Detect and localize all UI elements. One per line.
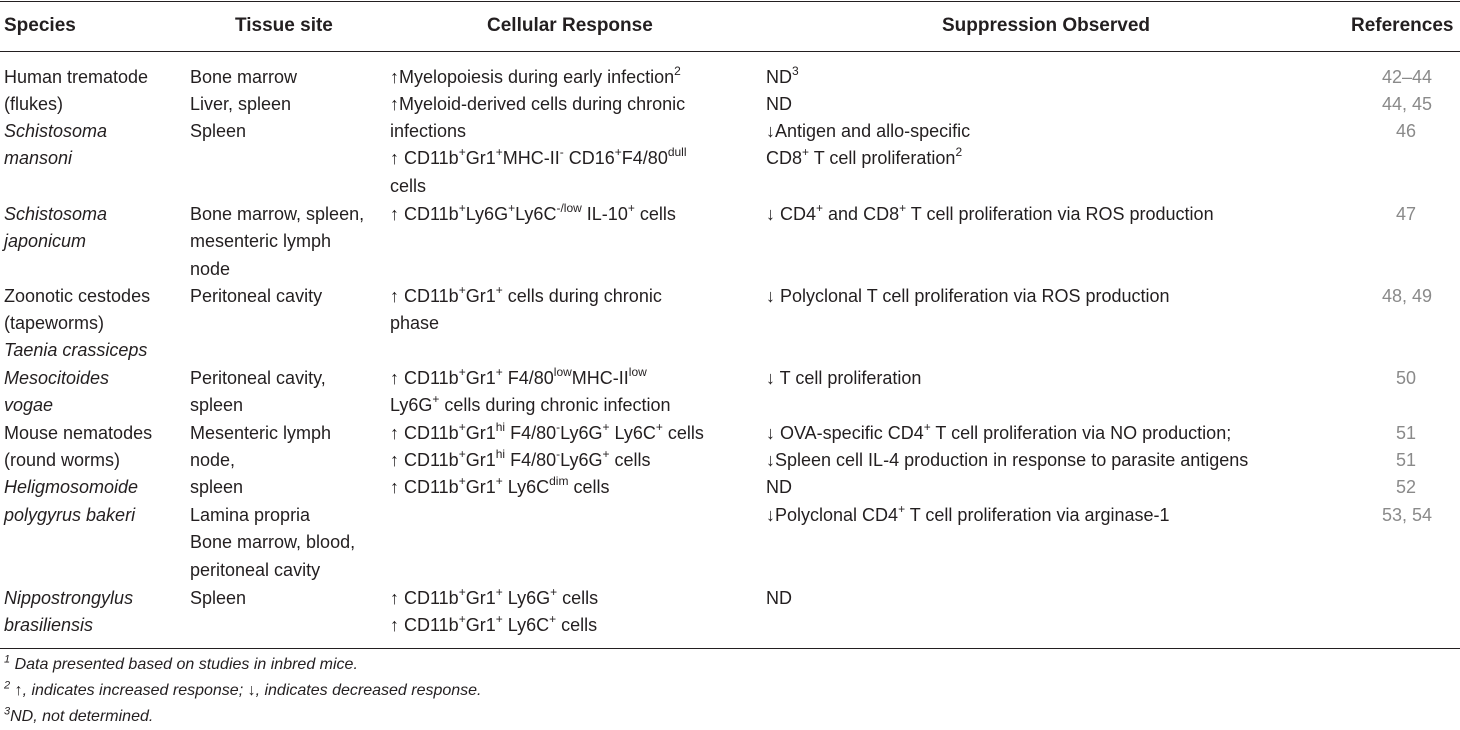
cellular-cell: ↑ CD11b+Gr1+ Ly6G+ cells	[390, 585, 599, 608]
suppression-cell: ↓ CD4+ and CD8+ T cell proliferation via…	[766, 201, 1214, 224]
reference-cell: 53, 54	[1381, 505, 1432, 525]
tissue-cell: Peritoneal cavity	[190, 286, 323, 306]
cellular-cell: ↑ CD11b+Gr1+ Ly6Cdim cells	[390, 474, 610, 497]
reference-cell: 47	[1395, 204, 1416, 224]
footnote-2: 2 ↑, indicates increased response; ↓, in…	[4, 679, 482, 699]
species-cell: Schistosoma	[4, 121, 108, 141]
tissue-cell: Bone marrow, blood,	[190, 532, 356, 552]
species-cell: Zoonotic cestodes	[4, 286, 151, 306]
reference-cell: 51	[1395, 450, 1416, 470]
cellular-cell: phase	[390, 313, 440, 333]
species-cell: mansoni	[4, 148, 73, 168]
reference-cell: 50	[1395, 368, 1416, 388]
suppression-cell: ↓ T cell proliferation	[766, 368, 922, 388]
species-cell: (tapeworms)	[4, 313, 105, 333]
species-cell: Mouse nematodes	[4, 423, 153, 443]
species-cell: Mesocitoides	[4, 368, 110, 388]
cellular-cell: ↑ CD11b+Gr1+ cells during chronic	[390, 283, 662, 306]
tissue-cell: mesenteric lymph	[190, 231, 332, 251]
species-cell: brasiliensis	[4, 615, 94, 635]
tissue-cell: peritoneal cavity	[190, 560, 321, 580]
reference-cell: 44, 45	[1381, 94, 1432, 114]
footnote-1: 1 Data presented based on studies in inb…	[4, 653, 358, 673]
cellular-cell: infections	[390, 121, 467, 141]
header-cellular-response: Cellular Response	[487, 15, 653, 36]
reference-cell: 52	[1395, 477, 1416, 497]
cellular-cell: ↑Myelopoiesis during early infection2	[390, 64, 681, 87]
cellular-cell: ↑ CD11b+Gr1hi F4/80-Ly6G+ Ly6C+ cells	[390, 420, 704, 443]
suppression-cell: ↓ OVA-specific CD4+ T cell proliferation…	[766, 420, 1232, 443]
tissue-cell: Spleen	[190, 121, 247, 141]
reference-cell: 46	[1395, 121, 1416, 141]
cellular-cell: ↑ CD11b+Gr1+MHC-II- CD16+F4/80dull	[390, 145, 687, 168]
cellular-cell: ↑ CD11b+Gr1+ Ly6C+ cells	[390, 612, 598, 635]
tissue-cell: spleen	[190, 477, 244, 497]
species-cell: polygyrus bakeri	[4, 505, 136, 525]
species-cell: Schistosoma	[4, 204, 108, 224]
tissue-cell: node,	[190, 450, 236, 470]
species-cell: Human trematode	[4, 67, 149, 87]
tissue-cell: spleen	[190, 395, 244, 415]
tissue-cell: Liver, spleen	[190, 94, 292, 114]
tissue-cell: Spleen	[190, 588, 247, 608]
suppression-cell: ND	[766, 588, 792, 608]
tissue-cell: Peritoneal cavity,	[190, 368, 326, 388]
species-cell: Taenia crassiceps	[4, 340, 148, 360]
suppression-cell: ↓Spleen cell IL-4 production in response…	[766, 450, 1249, 470]
table-top-rule	[0, 1, 1460, 2]
species-cell: (round worms)	[4, 450, 121, 470]
species-cell: (flukes)	[4, 94, 64, 114]
tissue-cell: Bone marrow, spleen,	[190, 204, 365, 224]
header-tissue-site: Tissue site	[235, 15, 333, 36]
table-bottom-rule	[0, 648, 1460, 649]
suppression-cell: ND3	[766, 64, 799, 87]
suppression-cell: ↓Polyclonal CD4+ T cell proliferation vi…	[766, 502, 1170, 525]
tissue-cell: Bone marrow	[190, 67, 298, 87]
tissue-cell: node	[190, 259, 231, 279]
header-suppression-observed: Suppression Observed	[942, 15, 1151, 36]
species-cell: Nippostrongylus	[4, 588, 134, 608]
cellular-cell: ↑ CD11b+Ly6G+Ly6C-/low IL-10+ cells	[390, 201, 676, 224]
tissue-cell: Mesenteric lymph	[190, 423, 332, 443]
suppression-cell: CD8+ T cell proliferation2	[766, 145, 963, 168]
species-cell: Heligmosomoide	[4, 477, 139, 497]
suppression-cell: ND	[766, 477, 792, 497]
cellular-cell: cells	[390, 176, 427, 196]
suppression-cell: ND	[766, 94, 792, 114]
cellular-cell: ↑ CD11b+Gr1hi F4/80-Ly6G+ cells	[390, 447, 651, 470]
header-references: References	[1351, 15, 1454, 36]
cellular-cell: ↑Myeloid-derived cells during chronic	[390, 94, 686, 114]
header-species: Species	[4, 15, 76, 36]
reference-cell: 48, 49	[1381, 286, 1432, 306]
cellular-cell: Ly6G+ cells during chronic infection	[390, 392, 671, 415]
table-header-rule	[0, 51, 1460, 52]
species-cell: japonicum	[4, 231, 87, 251]
reference-cell: 51	[1395, 423, 1416, 443]
footnote-3: 3ND, not determined.	[4, 705, 154, 725]
suppression-cell: ↓ Polyclonal T cell proliferation via RO…	[766, 286, 1170, 306]
cellular-cell: ↑ CD11b+Gr1+ F4/80lowMHC-IIlow	[390, 365, 647, 388]
suppression-cell: ↓Antigen and allo-specific	[766, 121, 971, 141]
tissue-cell: Lamina propria	[190, 505, 311, 525]
species-cell: vogae	[4, 395, 54, 415]
reference-cell: 42–44	[1381, 67, 1432, 87]
